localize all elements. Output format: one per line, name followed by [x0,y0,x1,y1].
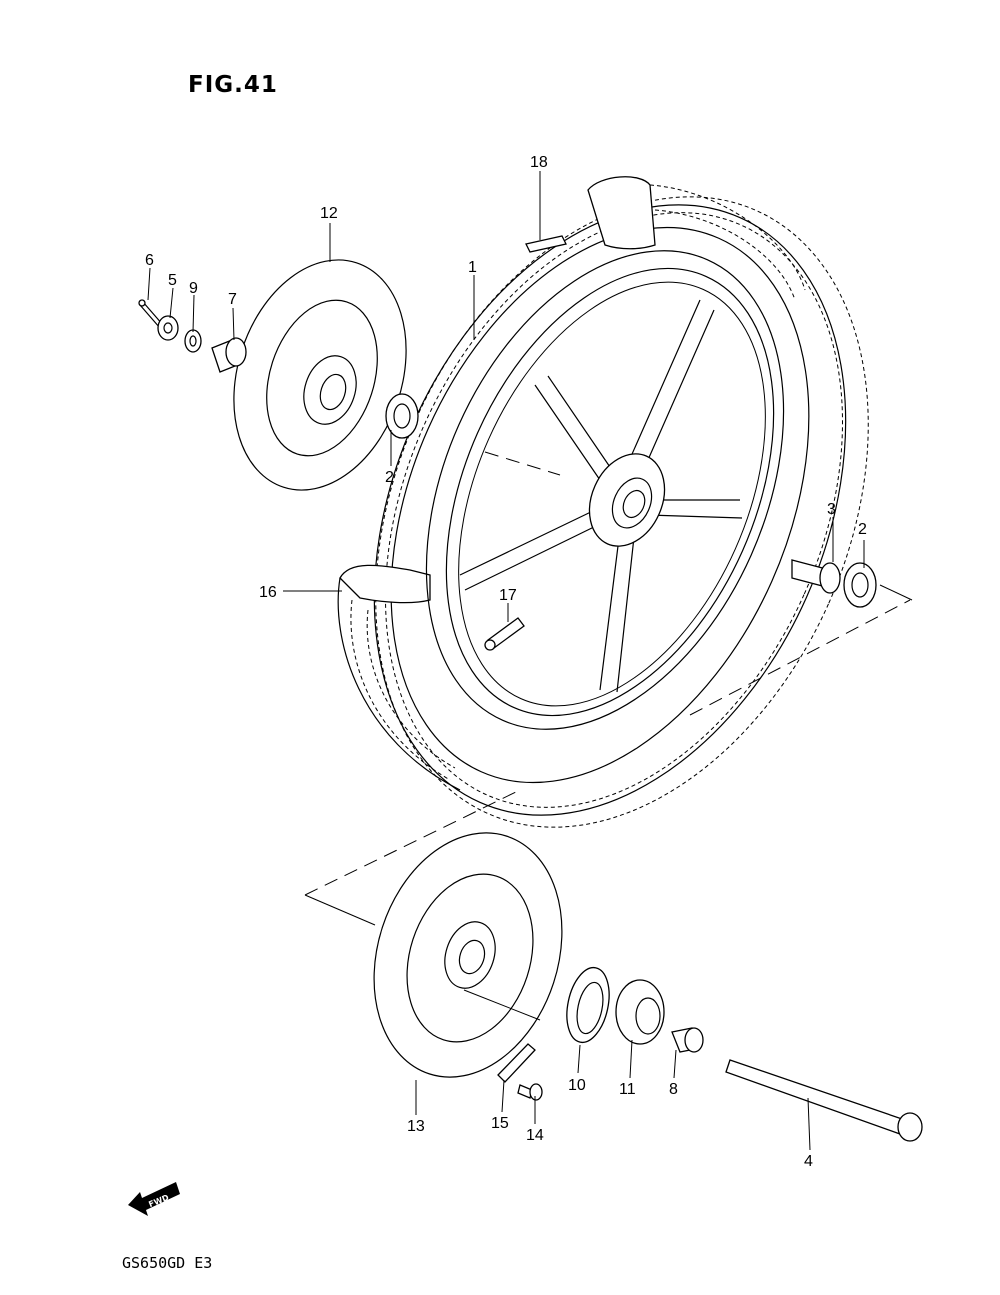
callout-labels: 1 2 2 3 4 5 6 7 8 9 10 11 12 13 14 15 16… [145,154,867,1170]
callout-6: 6 [145,252,154,269]
callout-8: 8 [669,1081,678,1098]
callout-2a: 2 [385,469,394,486]
tire [337,176,869,828]
fwd-arrow-icon: FWD [128,1182,180,1216]
front-axle [725,1059,923,1142]
bearing-upper [385,393,419,439]
callout-5: 5 [168,272,177,289]
callout-18: 18 [530,154,548,171]
callout-1: 1 [468,259,477,276]
spacer-short [671,1027,704,1053]
figure-title: FIG.41 [188,72,278,98]
bearing-right [843,562,877,608]
callout-14: 14 [526,1127,544,1144]
leader-lines [147,171,865,1151]
callout-7: 7 [228,291,237,308]
washer [184,329,202,353]
cast-wheel [425,250,785,730]
callout-4: 4 [804,1153,813,1170]
callout-11: 11 [619,1081,636,1098]
spacer-right [791,559,841,594]
callout-3: 3 [827,501,836,518]
axle-guide-lines [304,584,913,926]
callout-9: 9 [189,280,198,297]
speedometer-gearbox [615,979,665,1045]
dust-seal [566,966,610,1044]
model-code: GS650GD E3 [122,1254,213,1272]
callout-17: 17 [499,587,517,604]
callout-16: 16 [259,584,277,601]
callout-15: 15 [491,1115,509,1132]
callout-2b: 2 [858,521,867,538]
brake-disc-upper [233,259,407,491]
balancer-weight [525,235,567,253]
spacer-left [211,337,247,373]
callout-13: 13 [407,1118,425,1135]
disc-bolt [517,1083,543,1101]
axle-nut [157,315,179,341]
valve-stem [484,617,525,651]
callout-12: 12 [320,205,338,222]
disc-lock-plate [497,1043,536,1083]
callout-10: 10 [568,1077,586,1094]
brake-disc-lower [373,832,563,1078]
